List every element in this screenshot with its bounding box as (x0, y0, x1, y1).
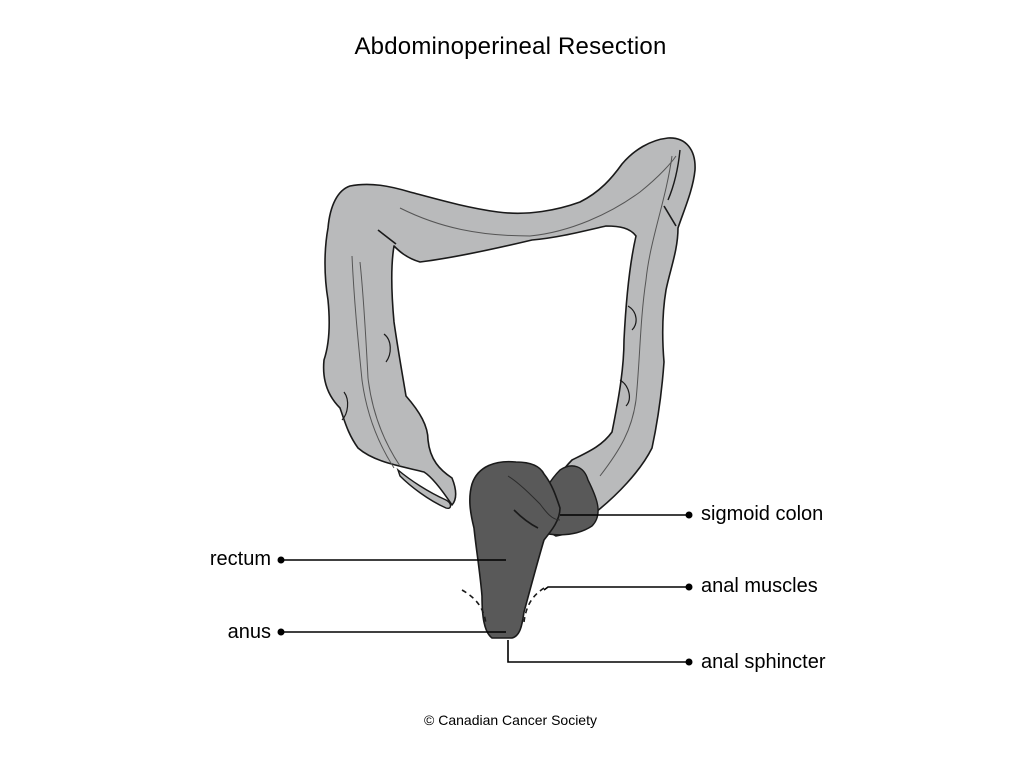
leader-anal-muscles (543, 586, 688, 591)
leader-anal-sphincter (507, 640, 688, 663)
anal-muscle-right (523, 587, 545, 623)
anal-muscle-left (461, 589, 487, 625)
copyright-credit: © Canadian Cancer Society (424, 712, 597, 728)
leader-dot-anal-muscles (685, 583, 693, 591)
leader-lines (277, 511, 693, 666)
label-rectum: rectum (209, 548, 271, 570)
large-intestine (322, 137, 696, 537)
leader-dot-anal-sphincter (685, 658, 693, 666)
leader-dot-anus (277, 628, 285, 636)
label-anal-sphincter: anal sphincter (701, 651, 826, 673)
appendix (396, 467, 452, 510)
removed-section (461, 460, 599, 639)
colon-body (322, 137, 696, 537)
leader-dot-rectum (277, 556, 285, 564)
label-sigmoid-colon: sigmoid colon (701, 503, 824, 525)
label-anal-muscles: anal muscles (701, 575, 818, 597)
label-anus: anus (227, 621, 271, 643)
diagram-title: Abdominoperineal Resection (354, 33, 667, 60)
leader-dot-sigmoid-colon (685, 511, 693, 519)
